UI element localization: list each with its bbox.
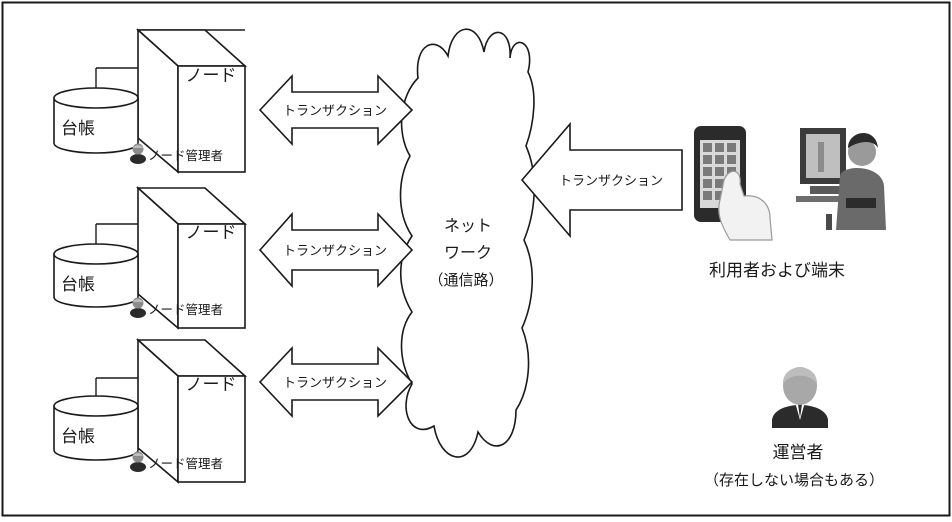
hand-icon <box>718 170 773 241</box>
node-box <box>135 28 248 174</box>
double-arrow <box>258 211 414 289</box>
node-box <box>135 186 248 330</box>
node-group-2: ノード 台帳 ノード管理者 <box>53 186 248 330</box>
node-box <box>135 338 248 484</box>
transaction-arrow-1: トランザクション <box>258 73 414 147</box>
smartphone-icon <box>694 126 773 241</box>
desktop-user-icon <box>796 128 886 230</box>
network-label-line1: ネット <box>444 216 492 235</box>
node-group-3: ノード 台帳 ノード管理者 <box>53 338 248 484</box>
double-arrow <box>258 345 414 419</box>
network-cloud <box>399 28 536 458</box>
transaction-arrow-2: トランザクション <box>258 211 414 289</box>
double-arrow <box>258 73 414 147</box>
ledger-label: 台帳 <box>61 427 95 447</box>
node-admin-icon <box>130 451 146 472</box>
network-label-line2: ワーク <box>444 243 492 262</box>
node-admin-label: ノード管理者 <box>148 302 223 317</box>
node-admin-icon <box>130 297 146 318</box>
node-admin-icon <box>130 143 146 164</box>
transaction-label: トランザクション <box>283 104 387 119</box>
node-admin-label: ノード管理者 <box>148 456 223 471</box>
node-group-1: ノード 台帳 ノード管理者 <box>53 28 248 174</box>
single-arrow <box>520 121 683 239</box>
operator-note: （存在しない場合もある） <box>704 471 884 489</box>
node-label: ノード <box>186 375 237 395</box>
node-label: ノード <box>186 66 237 86</box>
transaction-label: トランザクション <box>283 244 387 259</box>
transaction-label: トランザクション <box>283 376 387 391</box>
transaction-arrow-3: トランザクション <box>258 345 414 419</box>
transaction-label: トランザクション <box>559 174 663 189</box>
network-label-line3: （通信路） <box>428 271 503 289</box>
ledger-label: 台帳 <box>61 119 95 139</box>
node-label: ノード <box>186 223 237 243</box>
user-transaction-arrow: トランザクション <box>520 121 683 239</box>
ledger-cylinder <box>53 87 139 154</box>
operator-icon <box>772 367 828 428</box>
ledger-cylinder <box>53 243 139 308</box>
node-admin-label: ノード管理者 <box>148 148 223 163</box>
operator-label: 運営者 <box>773 443 824 463</box>
user-label: 利用者および端末 <box>709 261 845 281</box>
ledger-cylinder <box>53 395 139 461</box>
ledger-label: 台帳 <box>61 275 95 295</box>
